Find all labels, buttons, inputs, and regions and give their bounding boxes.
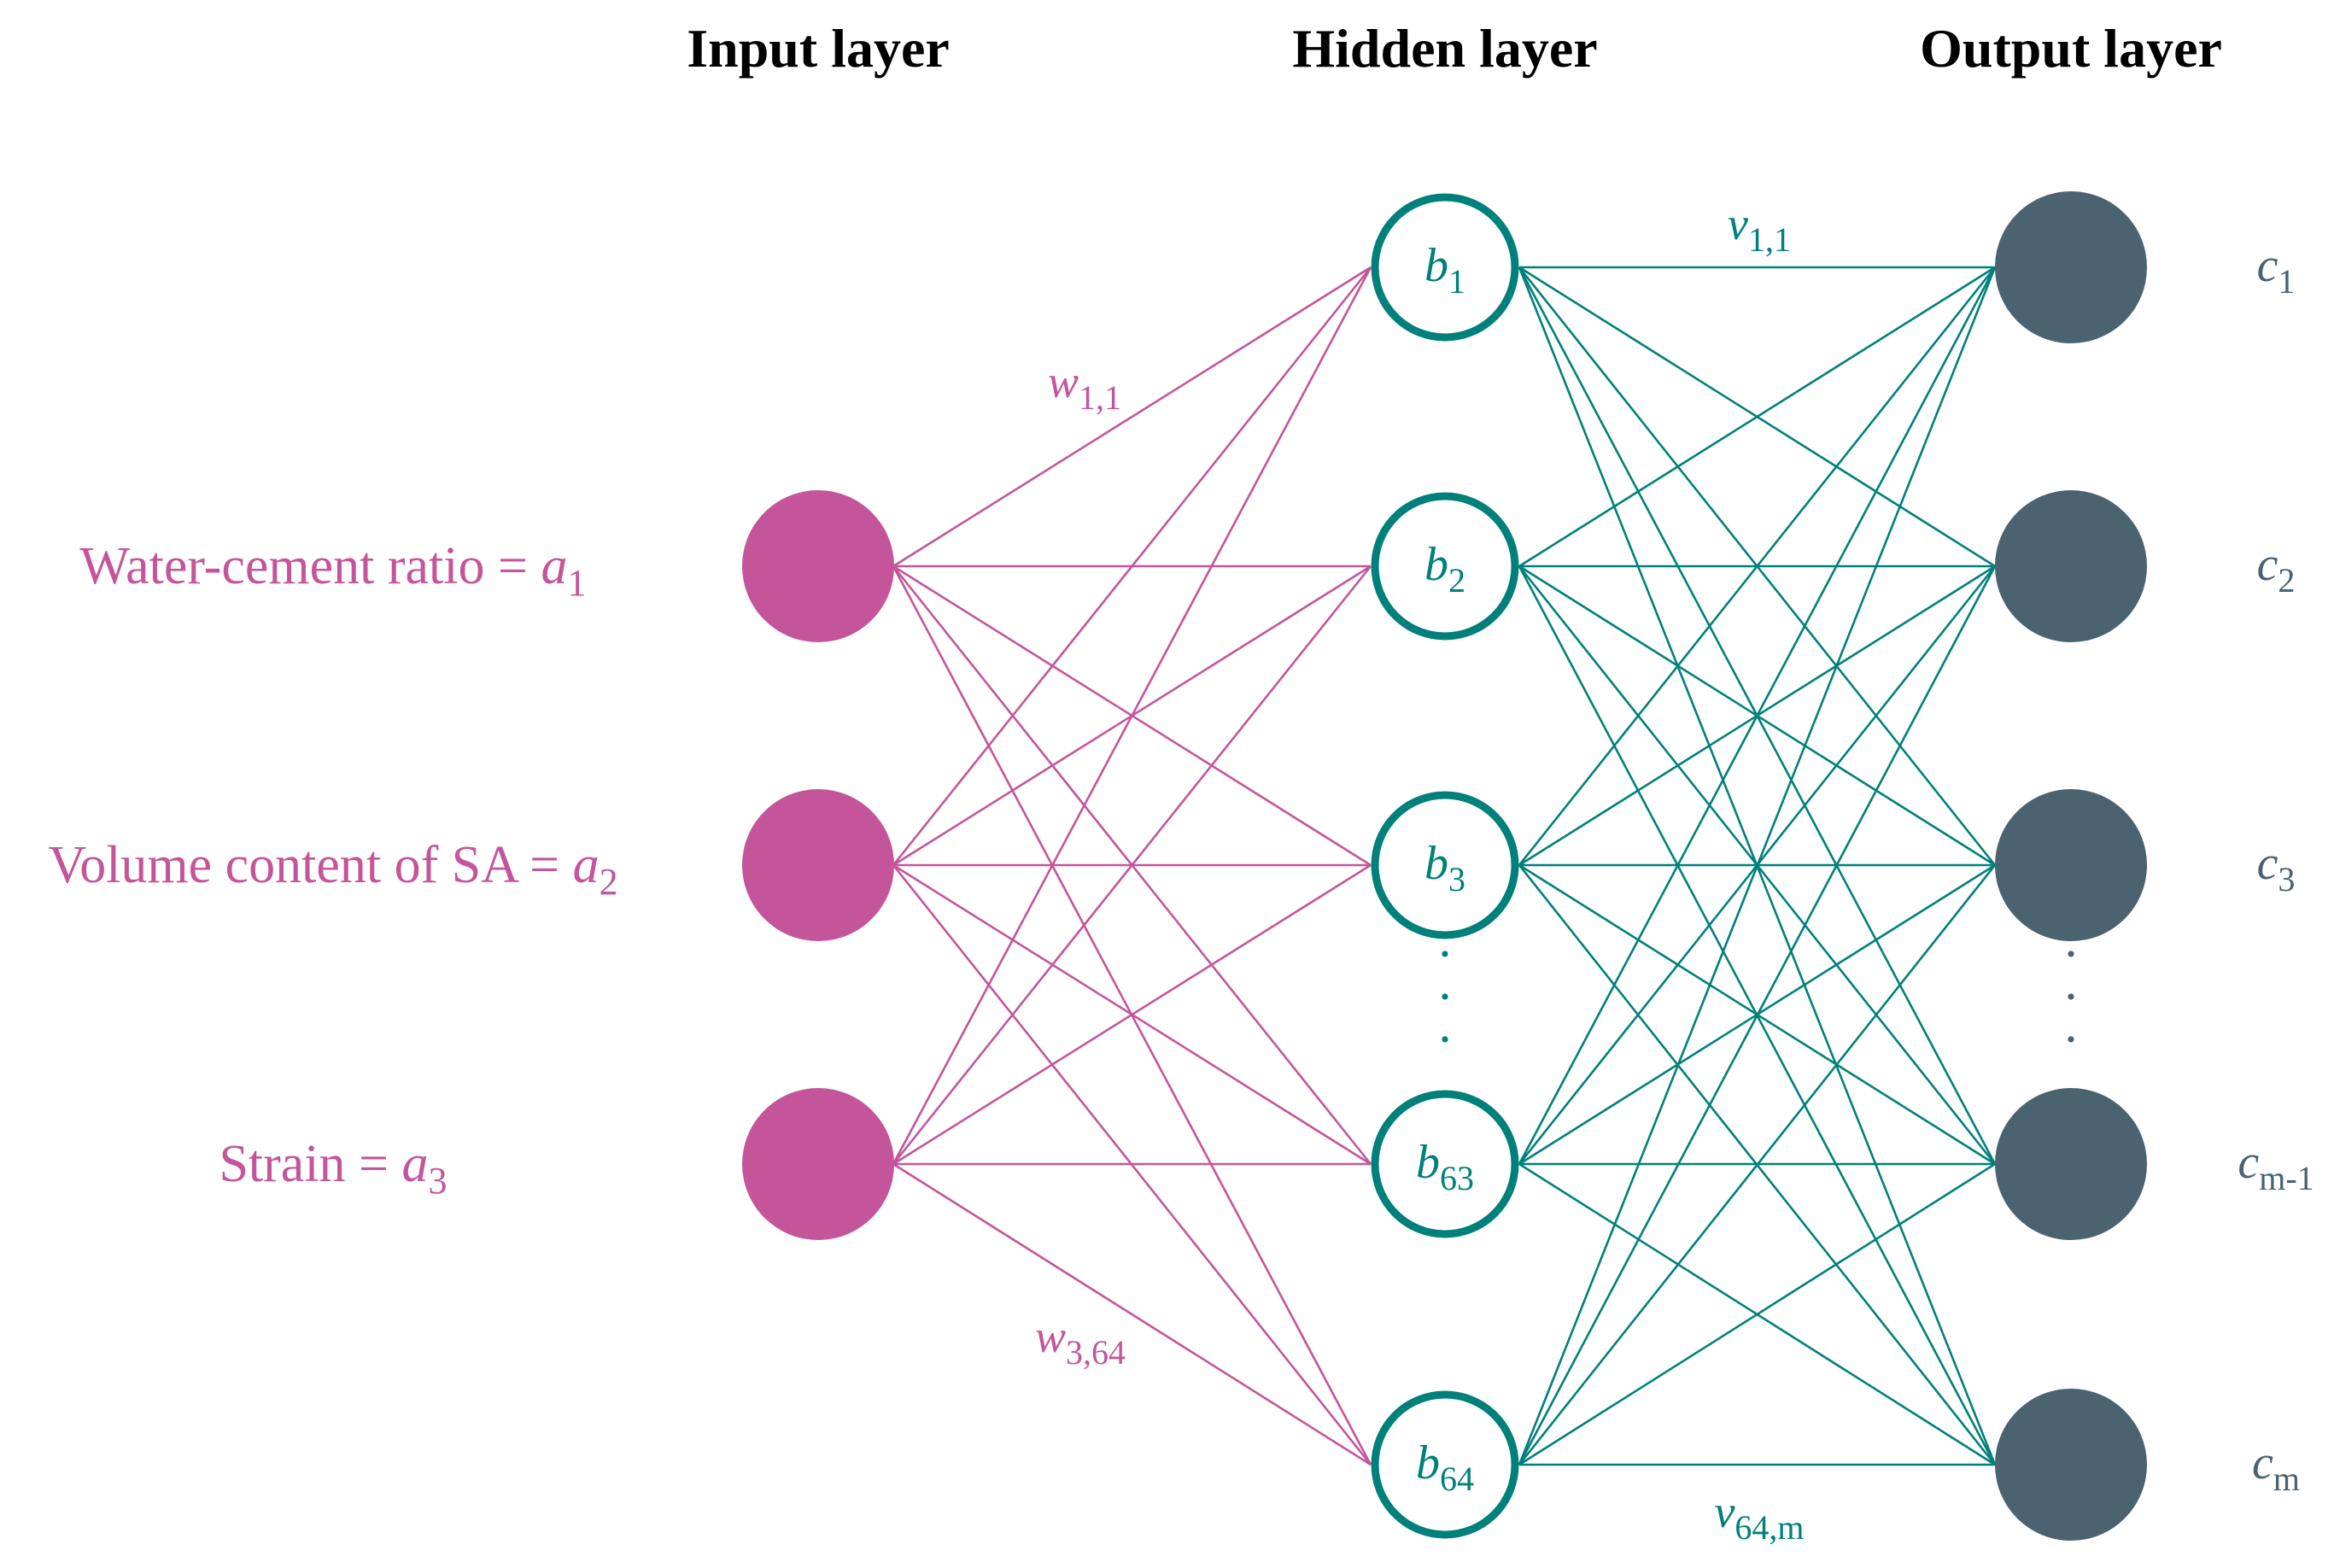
output-node-1 (1995, 191, 2147, 343)
hidden-layer-header: Hidden layer (1292, 18, 1597, 79)
hidden-ellipsis-dot-2: · (1436, 968, 1454, 1025)
output-ellipsis-dot-1: · (2062, 926, 2080, 982)
hidden-ellipsis-dot-3: · (1436, 1011, 1454, 1068)
output-label-4: cm-1 (2237, 1136, 2314, 1197)
hidden-node-label-4: b63 (1416, 1136, 1474, 1197)
network-nodes (742, 191, 2147, 1541)
hidden-node-4 (1371, 1090, 1519, 1238)
input-hidden-edge-2-1 (892, 266, 1372, 866)
hidden-output-edge-5-4 (1518, 1162, 1996, 1466)
input-node-2 (742, 789, 894, 941)
output-node-2 (1995, 490, 2147, 642)
output-label-1: c1 (2257, 239, 2296, 301)
input-hidden-edge-1-1 (892, 266, 1372, 568)
output-ellipsis-dot-3: · (2062, 1011, 2080, 1068)
hidden-node-label-1: b1 (1424, 239, 1465, 301)
hidden-output-edge-3-1 (1518, 266, 1997, 866)
weight-label-v-first: v1,1 (1728, 198, 1791, 259)
network-labels: Water-cement ratio = a1 Volume content of… (48, 198, 2314, 1547)
output-layer-header: Output layer (1920, 18, 2222, 79)
input-hidden-edge-3-3 (892, 863, 1372, 1166)
hidden-node-2 (1371, 492, 1519, 641)
hidden-output-edge-4-1 (1518, 266, 1997, 1165)
output-node-4 (1995, 1088, 2147, 1240)
weight-label-v-last: v64,m (1714, 1486, 1804, 1547)
input-node-1 (742, 490, 894, 642)
hidden-node-3 (1371, 791, 1519, 939)
output-label-5: cm (2252, 1436, 2300, 1498)
hidden-node-label-5: b64 (1416, 1436, 1474, 1498)
output-node-5 (1995, 1389, 2147, 1541)
output-label-3: c3 (2257, 837, 2296, 898)
hidden-output-edge-5-3 (1518, 864, 1997, 1466)
weight-label-w-last: w3,64 (1035, 1311, 1126, 1372)
hidden-output-edge-2-1 (1518, 266, 1996, 568)
hidden-ellipsis-dot-1: · (1436, 926, 1454, 982)
input-hidden-edge-3-2 (892, 565, 1372, 1165)
hidden-node-label-3: b3 (1424, 837, 1465, 898)
hidden-output-edge-5-2 (1518, 565, 1997, 1466)
input-hidden-connections (892, 266, 1372, 1466)
input-hidden-edge-3-1 (892, 266, 1372, 1165)
weight-label-w-first: w1,1 (1048, 356, 1121, 417)
hidden-output-edge-5-1 (1518, 266, 1997, 1466)
input-layer-header: Input layer (687, 18, 950, 79)
hidden-node-1 (1371, 193, 1519, 342)
hidden-node-5 (1371, 1390, 1519, 1539)
hidden-output-connections (1518, 266, 1997, 1466)
input-label-2: Volume content of SA = a2 (48, 836, 617, 903)
input-label-3: Strain = a3 (219, 1135, 447, 1202)
input-label-1: Water-cement ratio = a1 (80, 537, 587, 604)
output-ellipsis-dot-2: · (2062, 968, 2080, 1025)
output-node-3 (1995, 789, 2147, 941)
input-node-3 (742, 1088, 894, 1240)
input-hidden-edge-3-5 (892, 1162, 1372, 1466)
hidden-node-label-2: b2 (1424, 538, 1465, 600)
output-label-2: c2 (2257, 538, 2296, 600)
